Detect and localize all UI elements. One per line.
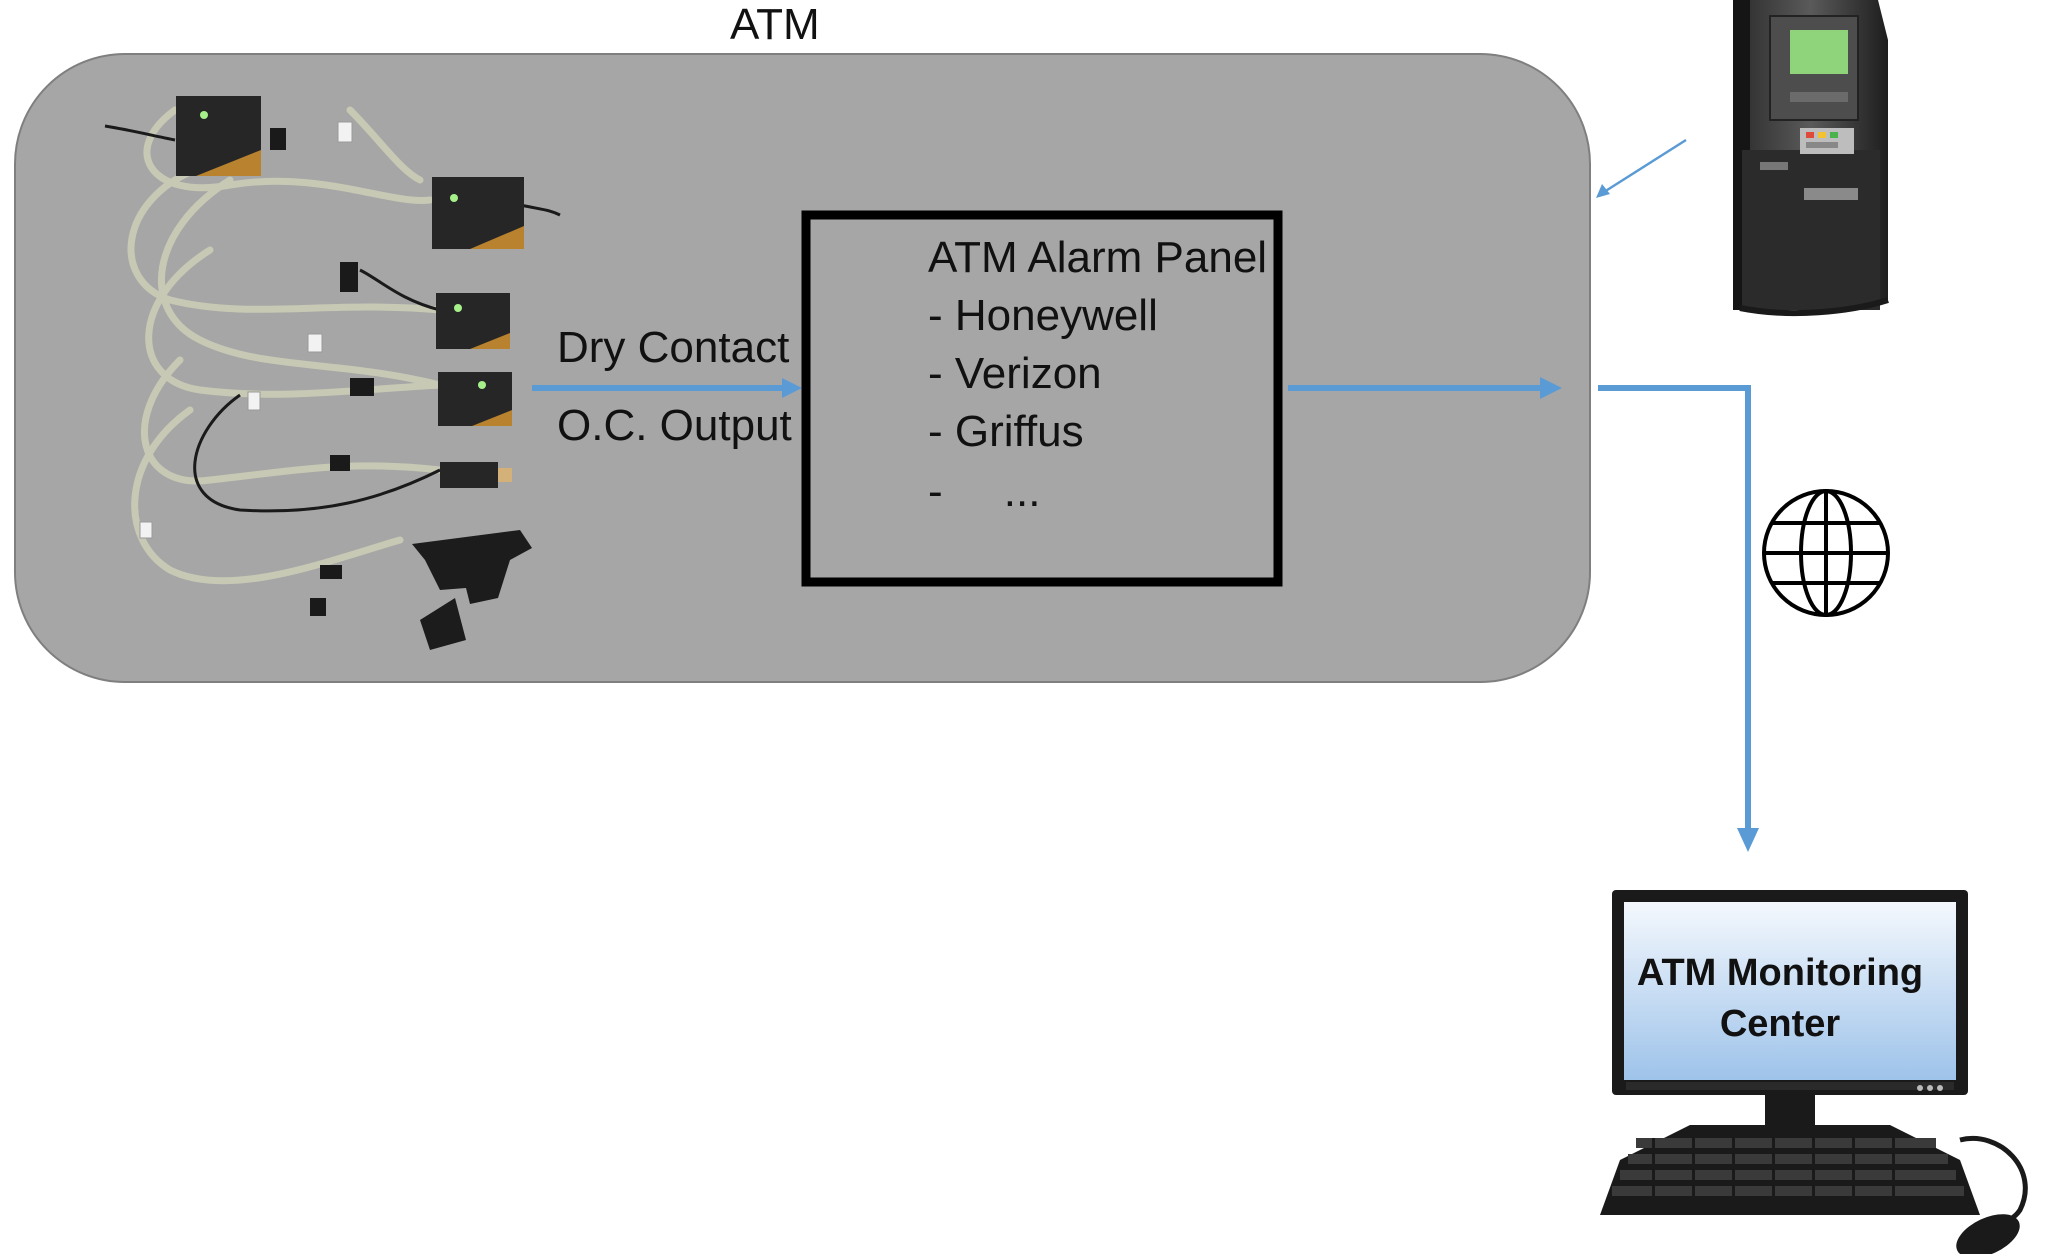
atm-enclosure-label: ATM xyxy=(730,0,820,49)
monitoring-center-line1: ATM Monitoring xyxy=(1636,952,1924,994)
panel-item-griffus: - Griffus xyxy=(928,407,1084,456)
panel-item-honeywell: - Honeywell xyxy=(928,291,1158,340)
panel-item-more: - ... xyxy=(928,467,1041,516)
atm-machine-icon xyxy=(1733,0,1889,317)
network-line xyxy=(1598,385,1751,832)
atm-pointer-head xyxy=(1596,184,1610,198)
oc-output-label: O.C. Output xyxy=(557,401,792,450)
desktop-computer-icon xyxy=(1600,890,2028,1254)
monitoring-center-label: ATM Monitoring Center xyxy=(1620,948,1940,1050)
alarm-panel-box xyxy=(801,210,1283,587)
input-arrow-head xyxy=(782,378,802,398)
globe-icon xyxy=(1762,489,1890,617)
alarm-panel-title: ATM Alarm Panel xyxy=(928,233,1268,282)
network-arrow-head xyxy=(1737,828,1759,852)
output-arrow-head xyxy=(1540,377,1562,399)
sensor-harness-photo xyxy=(104,96,561,650)
dry-contact-label: Dry Contact xyxy=(557,323,790,372)
panel-item-verizon: - Verizon xyxy=(928,349,1102,398)
atm-pointer-line xyxy=(1603,138,1687,194)
monitoring-center-line2: Center xyxy=(1719,1003,1841,1045)
